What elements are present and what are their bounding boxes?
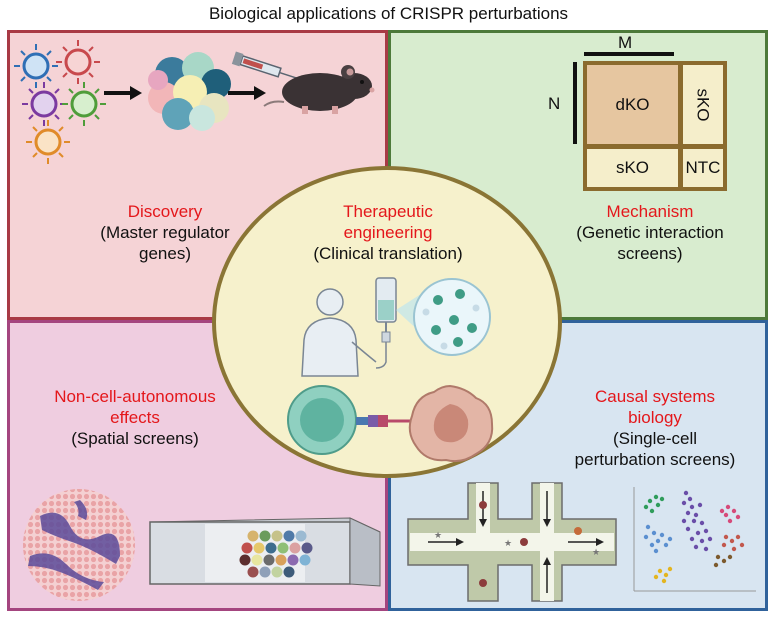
virus-icons bbox=[14, 40, 106, 164]
slide-icon bbox=[149, 517, 381, 587]
dko-cell: dKO bbox=[583, 61, 682, 148]
sko-bottom-cell: sKO bbox=[583, 145, 682, 191]
sko-right-label: sKO bbox=[694, 87, 713, 122]
mouse-icon bbox=[263, 65, 375, 114]
virus-icon-green bbox=[62, 82, 106, 126]
iv-bag-icon bbox=[375, 277, 397, 369]
mechanism-line2: screens) bbox=[617, 244, 683, 263]
magnified-cells-icon bbox=[396, 278, 491, 356]
sko-right-cell: sKO bbox=[679, 61, 727, 148]
axis-n-label: N bbox=[548, 94, 561, 113]
tissue-section-icon bbox=[23, 489, 135, 601]
therapeutic-heading2: engineering bbox=[343, 223, 433, 242]
discovery-label: Discovery (Master regulator genes) bbox=[40, 201, 290, 264]
spatial-heading1: Non-cell-autonomous bbox=[54, 387, 216, 406]
mechanism-heading: Mechanism bbox=[606, 202, 694, 221]
causal-line1: (Single-cell bbox=[612, 429, 698, 448]
svg-text:★: ★ bbox=[592, 547, 600, 557]
figure-title: Biological applications of CRISPR pertur… bbox=[208, 4, 569, 23]
ntc-cell: NTC bbox=[679, 145, 727, 191]
svg-text:★: ★ bbox=[434, 530, 442, 540]
causal-heading2: biology bbox=[628, 408, 682, 427]
svg-text:★: ★ bbox=[504, 538, 512, 548]
discovery-line2: genes) bbox=[139, 244, 191, 263]
spatial-line1: (Spatial screens) bbox=[71, 429, 199, 448]
therapeutic-label: Therapeutic engineering (Clinical transl… bbox=[268, 201, 508, 264]
causal-label: Causal systems biology (Single-cell pert… bbox=[540, 386, 770, 470]
discovery-line1: (Master regulator bbox=[100, 223, 230, 242]
virus-icon-blue bbox=[14, 44, 58, 88]
spatial-label: Non-cell-autonomous effects (Spatial scr… bbox=[20, 386, 250, 449]
arrow-icon bbox=[104, 86, 142, 100]
patient-icon bbox=[301, 288, 377, 377]
therapeutic-line1: (Clinical translation) bbox=[313, 244, 463, 263]
microfluidic-chip-icon: ★ ★ ★ bbox=[407, 482, 617, 602]
mechanism-line1: (Genetic interaction bbox=[576, 223, 724, 242]
cell-cluster-icon bbox=[148, 52, 231, 131]
axis-m-label: M bbox=[618, 33, 633, 52]
virus-icon-red bbox=[56, 40, 100, 84]
t-cell-icon bbox=[287, 385, 357, 455]
therapeutic-heading1: Therapeutic bbox=[343, 202, 433, 221]
mechanism-label: Mechanism (Genetic interaction screens) bbox=[530, 201, 770, 264]
virus-icon-purple bbox=[22, 82, 66, 126]
receptor-binding-icon bbox=[356, 415, 412, 427]
causal-line2: perturbation screens) bbox=[574, 450, 736, 469]
virus-icon-orange bbox=[26, 120, 70, 164]
umap-plot-icon bbox=[633, 487, 756, 592]
axis-n-bar bbox=[573, 62, 577, 144]
axis-m-bar bbox=[584, 52, 674, 56]
tumor-cell-icon bbox=[408, 384, 494, 463]
spatial-heading2: effects bbox=[110, 408, 160, 427]
causal-heading1: Causal systems bbox=[595, 387, 715, 406]
arrow-icon bbox=[228, 86, 266, 100]
discovery-heading: Discovery bbox=[127, 202, 203, 221]
